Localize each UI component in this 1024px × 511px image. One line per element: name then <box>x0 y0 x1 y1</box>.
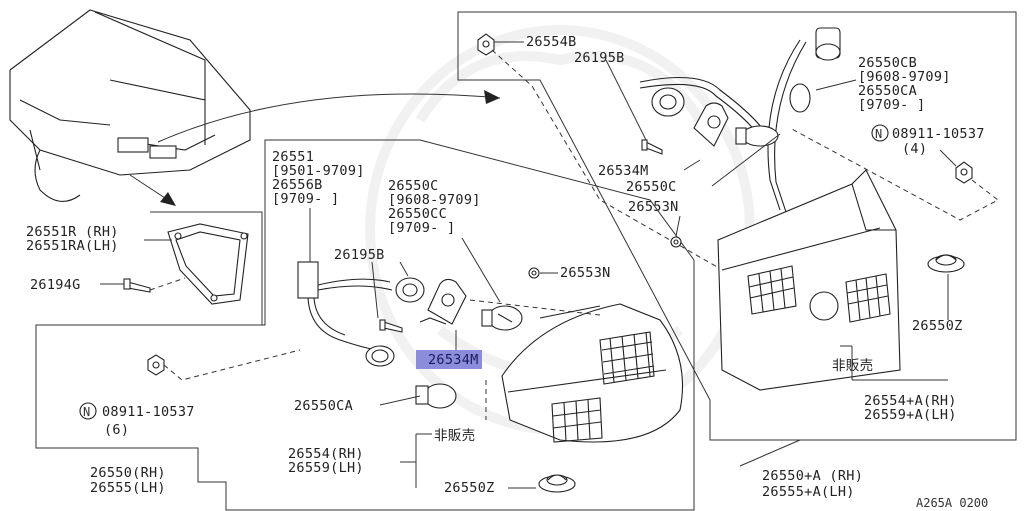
washer-26553N-left <box>528 267 540 279</box>
bulb-26550C-top <box>735 125 779 147</box>
label-26550C-left: 26550C <box>388 178 439 194</box>
screw-26194G <box>123 277 186 293</box>
label-qty-6: (6) <box>104 422 129 438</box>
label-26550CA-left: 26550CA <box>294 398 353 414</box>
label-26550Z-left: 26550Z <box>444 480 495 496</box>
label-26554-rh: 26554(RH) <box>288 446 364 462</box>
grommet-26550Z-right <box>927 254 965 273</box>
label-26534M-top: 26534M <box>598 163 649 179</box>
tail-lamp-lens-right <box>717 169 901 391</box>
label-08911-10537-top: 08911-10537 <box>892 126 985 142</box>
figure-code: A265A 0200 <box>916 496 988 510</box>
label-26553N-left: 26553N <box>560 265 611 281</box>
screw-top <box>605 59 663 155</box>
label-26550A-rh: 26550+A (RH) <box>762 468 863 484</box>
label-26550Z-right: 26550Z <box>912 318 963 334</box>
label-26550CB: 26550CB <box>858 55 917 71</box>
label-n-symbol-left: N <box>83 405 90 419</box>
pointer-arrows <box>129 90 501 206</box>
washer-top <box>670 236 682 248</box>
nut-lower-left <box>147 349 301 381</box>
label-26551RA: 26551RA(LH) <box>26 238 119 254</box>
label-26555-lh: 26555(LH) <box>90 480 166 496</box>
label-26559A-lh: 26559+A(LH) <box>864 407 957 423</box>
label-qty-4: (4) <box>902 141 927 157</box>
label-26555A-lh: 26555+A(LH) <box>762 484 855 500</box>
label-26550C-left-date: [9608-9709] <box>388 192 481 208</box>
label-26550CC: 26550CC <box>388 206 447 222</box>
label-26556B-date: [9709- ] <box>272 191 339 207</box>
label-26554B: 26554B <box>526 34 577 50</box>
label-26534M-highlight: 26534M <box>428 352 479 368</box>
label-26553N-top: 26553N <box>628 199 679 215</box>
n-symbol-circle-left <box>79 402 97 420</box>
label-26550C-top: 26550C <box>626 179 677 195</box>
nut-top-right <box>789 127 999 221</box>
label-n-symbol-top: N <box>875 127 882 141</box>
callout-labels: 26554B 26195B 26550CB [9608-9709] 26550C… <box>26 34 988 510</box>
label-26556B: 26556B <box>272 177 323 193</box>
label-26550CB-date: [9608-9709] <box>858 69 951 85</box>
label-not-for-sale-left: 非販売 <box>434 428 475 444</box>
label-26550CA-top-date: [9709- ] <box>858 97 925 113</box>
n-symbol-circle-top <box>871 124 889 142</box>
bracket-26534M-left <box>419 278 467 325</box>
reflector-bracket <box>167 223 249 305</box>
label-26550-rh: 26550(RH) <box>90 465 166 481</box>
label-26551: 26551 <box>272 149 314 165</box>
grommet-26550Z-left <box>538 474 576 493</box>
label-26554A-rh: 26554+A(RH) <box>864 393 957 409</box>
label-not-for-sale-right: 非販売 <box>832 358 873 374</box>
label-26195B-top: 26195B <box>574 50 625 66</box>
bracket-26534M-top <box>693 102 729 147</box>
leader-lines <box>100 41 957 489</box>
car-rear-outline <box>9 9 251 202</box>
bulb-26550C-left <box>481 305 523 331</box>
label-26550CC-date: [9709- ] <box>388 220 455 236</box>
label-08911-10537-left: 08911-10537 <box>102 404 195 420</box>
label-26559-lh: 26559(LH) <box>288 460 364 476</box>
label-26195B-left: 26195B <box>334 247 385 263</box>
bulb-26550CA-left <box>415 383 457 409</box>
label-26550CA-top: 26550CA <box>858 83 917 99</box>
tail-lamp-lens-left <box>501 303 683 443</box>
nut-top <box>477 33 741 281</box>
label-26194G: 26194G <box>30 277 81 293</box>
label-26551R: 26551R (RH) <box>26 224 119 240</box>
label-26551-date: [9501-9709] <box>272 163 365 179</box>
highlight-26534M <box>416 350 482 369</box>
dashed-leader-left <box>469 299 601 316</box>
wire-harness-left <box>297 261 425 367</box>
